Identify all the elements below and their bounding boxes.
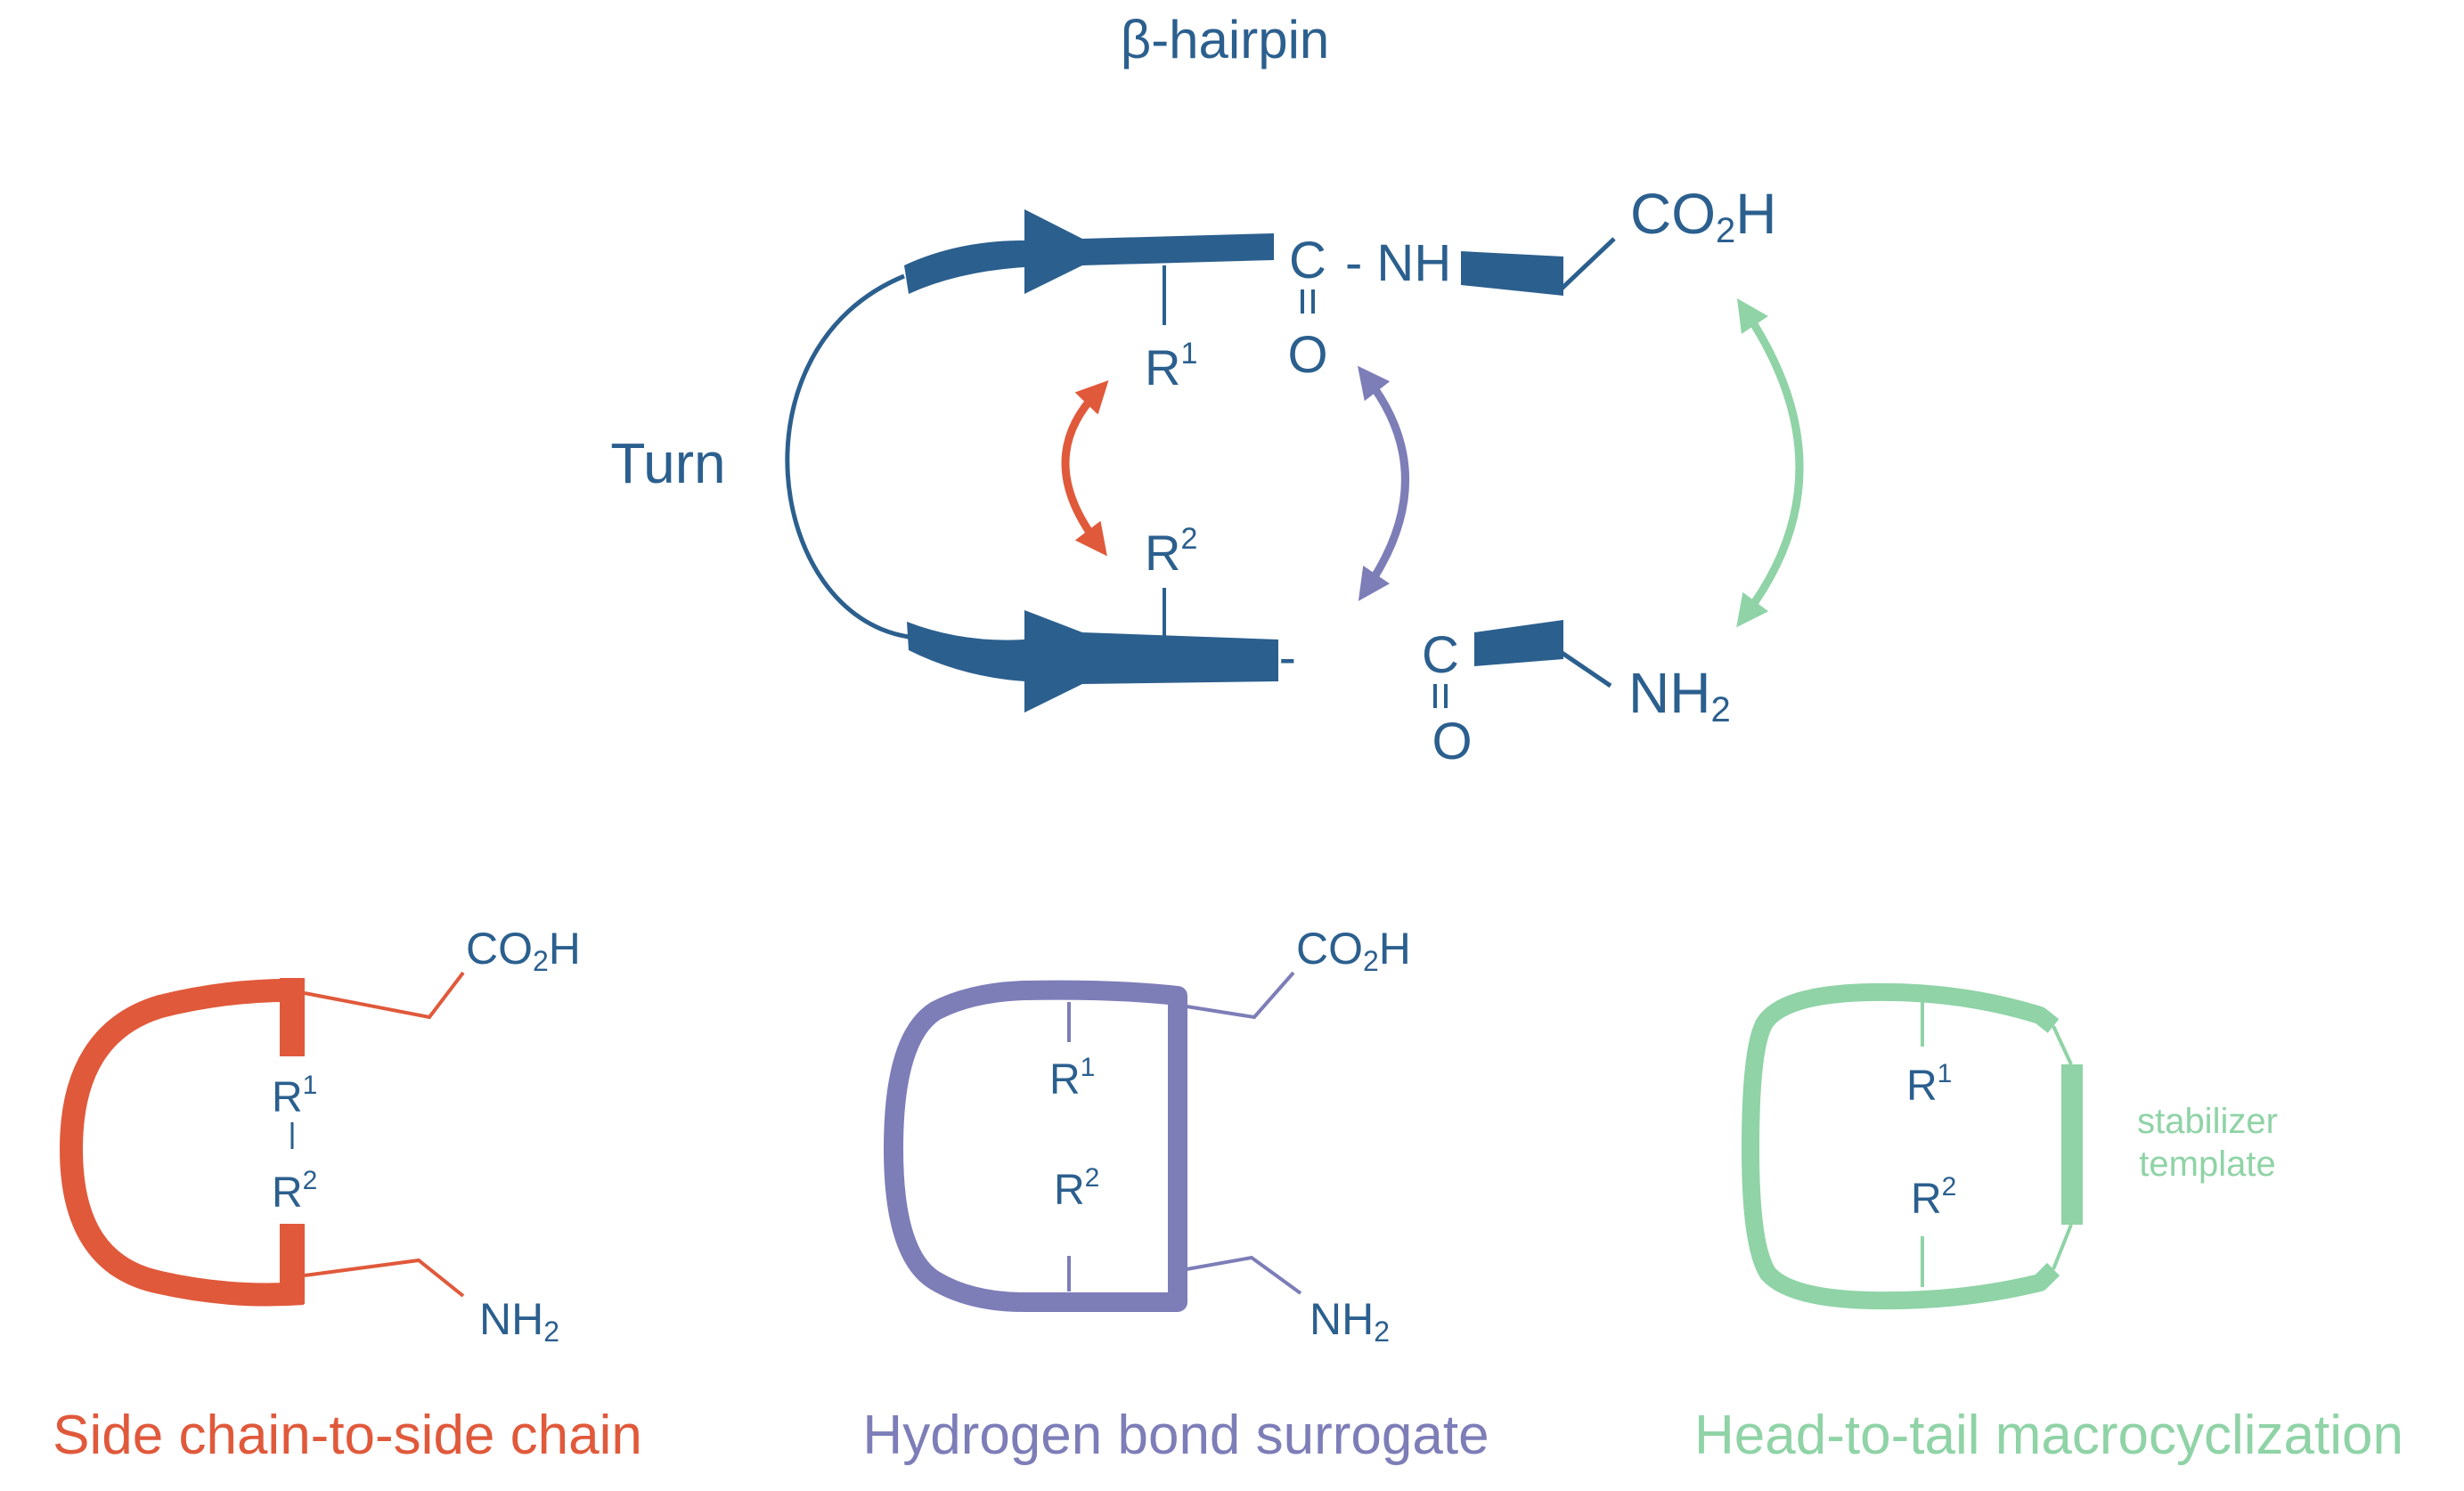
bottom-strand-tail xyxy=(1474,620,1563,666)
green-top-link xyxy=(2052,1025,2073,1065)
red-nh2: NH2 xyxy=(479,1294,559,1348)
purple-bottom-chain xyxy=(1186,1255,1302,1295)
hairpin-co2h: CO2H xyxy=(1630,182,1776,250)
panel-head-to-tail: R1 R2 stabilizer template Head-to-tail m… xyxy=(1694,982,2403,1466)
turn-loop xyxy=(785,273,910,640)
red-co2h: CO2H xyxy=(466,924,581,977)
purple-r1: R1 xyxy=(1049,1053,1095,1104)
purple-loop xyxy=(884,980,1187,1312)
red-bottom-block xyxy=(280,1224,305,1304)
hairpin-r1: R1 xyxy=(1145,337,1197,395)
red-double-arrow xyxy=(1061,380,1109,557)
stabilizer-label: stabilizer xyxy=(2137,1102,2278,1141)
red-bottom-chain xyxy=(304,1258,465,1298)
green-r2: R2 xyxy=(1911,1172,1956,1223)
top-dash-nh: - NH xyxy=(1345,234,1451,292)
top-carbonyl-c: C xyxy=(1289,232,1326,289)
red-r1: R1 xyxy=(272,1071,317,1121)
purple-co2h: CO2H xyxy=(1296,924,1411,977)
top-carboxyl-link xyxy=(1559,237,1616,291)
bottom-nh-dash: NH - xyxy=(1190,629,1296,687)
template-label: template xyxy=(2139,1145,2275,1184)
hairpin-r2: R2 xyxy=(1145,522,1197,581)
green-loop xyxy=(1742,982,2060,1310)
red-loop xyxy=(59,978,304,1307)
bottom-carbonyl-c: C xyxy=(1422,626,1459,684)
purple-nh2: NH2 xyxy=(1310,1294,1390,1348)
top-carbonyl-o: O xyxy=(1287,326,1327,384)
panel-hbs: CO2H NH2 R1 R2 Hydrogen bond surrogate xyxy=(862,924,1489,1466)
diagram-title: β-hairpin xyxy=(1121,10,1330,69)
bottom-carbonyl-o: O xyxy=(1432,713,1472,770)
purple-top-chain xyxy=(1186,971,1295,1020)
hairpin-nh2: NH2 xyxy=(1628,661,1731,729)
red-top-chain xyxy=(304,971,465,1020)
panel-side-chain: CO2H NH2 R1 R2 Side chain-to-side chain xyxy=(53,924,642,1466)
green-r1: R1 xyxy=(1906,1059,1952,1110)
purple-caption: Hydrogen bond surrogate xyxy=(862,1405,1489,1466)
red-top-block xyxy=(280,978,305,1056)
purple-r2: R2 xyxy=(1054,1163,1099,1214)
green-bottom-link xyxy=(2052,1224,2073,1270)
green-stabilizer-bar xyxy=(2061,1064,2083,1225)
turn-label: Turn xyxy=(610,431,725,495)
red-r2: R2 xyxy=(272,1166,317,1217)
green-double-arrow xyxy=(1736,298,1804,628)
bottom-strand-arrow xyxy=(907,610,1278,713)
top-strand-tail xyxy=(1461,251,1563,296)
top-strand-arrow xyxy=(904,209,1274,294)
beta-hairpin: C O - NH CO2H R1 R2 NH - C O NH2 Turn xyxy=(610,182,1804,770)
red-caption: Side chain-to-side chain xyxy=(53,1405,642,1466)
purple-double-arrow xyxy=(1358,365,1409,601)
green-caption: Head-to-tail macrocyclization xyxy=(1694,1405,2403,1466)
bottom-amine-link xyxy=(1559,649,1612,688)
